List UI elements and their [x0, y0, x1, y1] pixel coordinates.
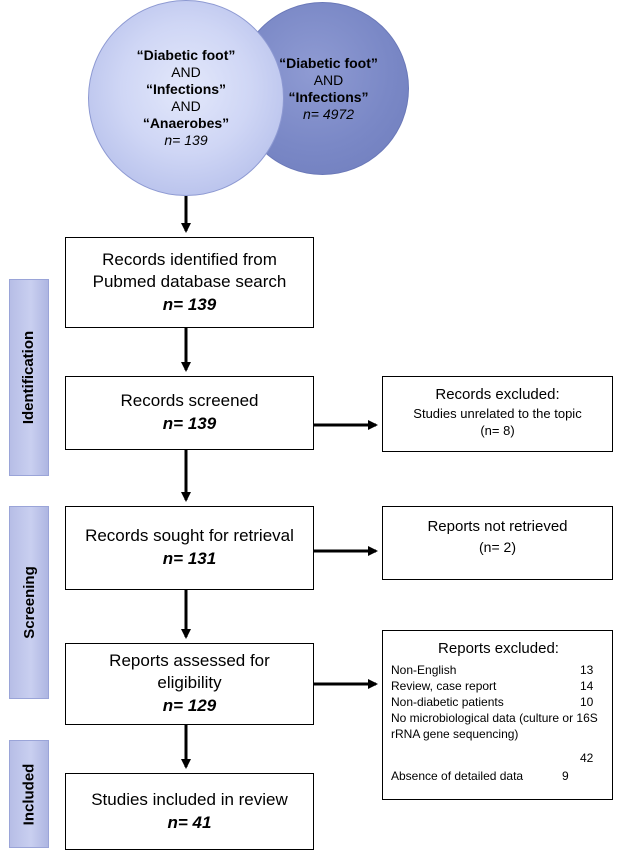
exclusion-label: Non-diabetic patients [391, 695, 504, 709]
exclusion-row: Review, case report 14 [391, 678, 606, 694]
narrow-and-2: AND [171, 98, 201, 114]
narrow-and-1: AND [171, 64, 201, 80]
narrow-count: n= 139 [164, 132, 208, 148]
box-records-identified: Records identified from Pubmed database … [65, 237, 314, 328]
exclusion-count: 13 [580, 663, 594, 677]
box-reports-not-retrieved: Reports not retrieved (n= 2) [382, 506, 613, 580]
reports-assessed-count: n= 129 [162, 696, 217, 715]
records-sought-count: n= 131 [162, 549, 217, 568]
exclusion-count: 42 [580, 751, 594, 765]
exclusion-row: Non-diabetic patients 10 [391, 694, 606, 710]
broad-and-1: AND [313, 71, 344, 88]
narrow-term-1: “Diabetic foot” [136, 47, 236, 63]
records-excluded-count: (n= 8) [480, 423, 515, 438]
broad-term-1: “Diabetic foot” [279, 54, 378, 71]
exclusion-count: 14 [580, 679, 594, 693]
broad-term-2: “Infections” [288, 88, 369, 105]
box-records-sought: Records sought for retrieval n= 131 [65, 506, 314, 590]
reports-assessed-text: Reports assessed for eligibility [109, 651, 270, 692]
exclusion-label: No microbiological data (culture or 16S … [391, 711, 598, 741]
phase-label-screening: Screening [9, 506, 49, 699]
box-reports-assessed: Reports assessed for eligibility n= 129 [65, 643, 314, 725]
studies-included-count: n= 41 [167, 812, 212, 832]
exclusion-label: Review, case report [391, 679, 497, 693]
records-sought-text: Records sought for retrieval [85, 526, 294, 545]
records-excluded-reason: Studies unrelated to the topic [413, 406, 582, 421]
box-records-excluded: Records excluded: Studies unrelated to t… [382, 376, 613, 452]
studies-included-text: Studies included in review [91, 789, 288, 809]
records-excluded-title: Records excluded: [435, 386, 560, 403]
phase-label-included: Included [9, 740, 49, 848]
reports-excluded-title: Reports excluded: [438, 640, 559, 657]
exclusion-row: No microbiological data (culture or 16S … [391, 710, 606, 766]
records-identified-count: n= 139 [162, 294, 217, 314]
narrow-term-3: “Anaerobes” [142, 115, 230, 131]
not-retrieved-count: (n= 2) [479, 539, 516, 555]
box-reports-excluded: Reports excluded: Non-English 13 Review,… [382, 630, 613, 800]
box-studies-included: Studies included in review n= 41 [65, 773, 314, 850]
records-screened-text: Records screened [120, 391, 259, 410]
exclusion-row: Absence of detailed data 9 [391, 768, 606, 784]
exclusion-label: Non-English [391, 663, 457, 677]
exclusion-row: Non-English 13 [391, 662, 606, 678]
narrow-term-2: “Infections” [145, 81, 227, 97]
exclusion-count: 9 [562, 769, 569, 783]
exclusion-count: 10 [580, 695, 594, 709]
box-records-screened: Records screened n= 139 [65, 376, 314, 450]
exclusion-label: Absence of detailed data [391, 769, 524, 783]
broad-count: n= 4972 [303, 105, 354, 122]
records-identified-text: Records identified from Pubmed database … [92, 249, 287, 291]
not-retrieved-title: Reports not retrieved [427, 518, 568, 535]
phase-label-identification: Identification [9, 279, 49, 476]
search-circle-narrow: “Diabetic foot” AND “Infections” AND “An… [88, 0, 284, 196]
records-screened-count: n= 139 [162, 414, 217, 433]
